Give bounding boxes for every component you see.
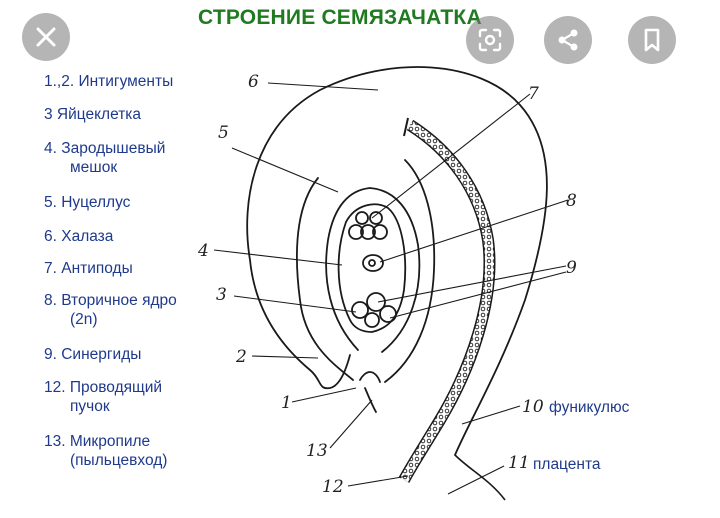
legend-item-text: 3 Яйцеклетка [44,106,142,123]
close-button[interactable] [22,13,70,61]
label-13: 13 [306,441,328,461]
legend-item-continuation: пучок [70,398,110,415]
share-icon [558,29,578,51]
legend-item-text: 13. Микропиле [44,433,151,450]
outer-integument [246,66,548,456]
legend-item-text: 9. Синергиды [44,346,142,363]
label-9: 9 [566,258,577,278]
label-4: 4 [197,241,209,261]
visual-search-button[interactable] [466,16,514,64]
legend-item-text: 7. Антиподы [44,260,133,277]
inner-integument-right [384,159,436,383]
legend-item: 4. Зародышевый мешок [44,139,165,177]
legend-item-continuation: (2n) [70,311,98,328]
legend-item: 9. Синергиды [44,345,141,364]
legend-item: 3 Яйцеклетка [44,105,141,124]
label-2: 2 [235,347,247,367]
vascular-bundle [398,119,496,483]
legend-item-text: 5. Нуцеллус [44,194,131,211]
label-8: 8 [566,191,577,211]
legend-item-text: 6. Халаза [44,228,114,245]
legend-item: 12. Проводящий пучок [44,378,162,416]
legend-item: 13. Микропиле (пыльцевход) [44,432,167,470]
label-funiculus: фуникулюс [549,399,630,416]
legend-item: 8. Вторичное ядро (2n) [44,291,177,329]
visual-search-icon [478,28,502,52]
page-title: СТРОЕНИЕ СЕМЯЗАЧАТКА [198,6,482,29]
nucellus [325,187,421,353]
legend-item-continuation: (пыльцевход) [70,452,168,469]
close-icon [36,27,56,47]
label-3: 3 [216,285,227,305]
legend-item-text: 1.,2. Интигументы [44,73,174,90]
micropyle [364,387,377,413]
bookmark-button[interactable] [628,16,676,64]
legend-item-text: 8. Вторичное ядро [44,292,177,309]
legend-item-text: 4. Зародышевый [44,140,166,157]
share-button[interactable] [544,16,592,64]
label-7: 7 [528,84,539,104]
label-10: 10 [522,397,544,417]
legend-item: 1.,2. Интигументы [44,72,173,91]
bookmark-icon [644,28,660,52]
legend-item: 5. Нуцеллус [44,193,130,212]
label-12: 12 [322,477,344,497]
inner-integument [296,177,354,381]
legend-item: 6. Халаза [44,227,113,246]
label-11: 11 [508,453,530,473]
label-5: 5 [218,123,229,143]
legend-item: 7. Антиподы [44,259,133,278]
legend-item-text: 12. Проводящий [44,379,163,396]
legend-item-continuation: мешок [70,159,118,176]
label-1: 1 [281,393,292,413]
embryo-sac [337,203,407,333]
label-6: 6 [248,72,259,92]
label-placenta: плацента [533,456,601,473]
